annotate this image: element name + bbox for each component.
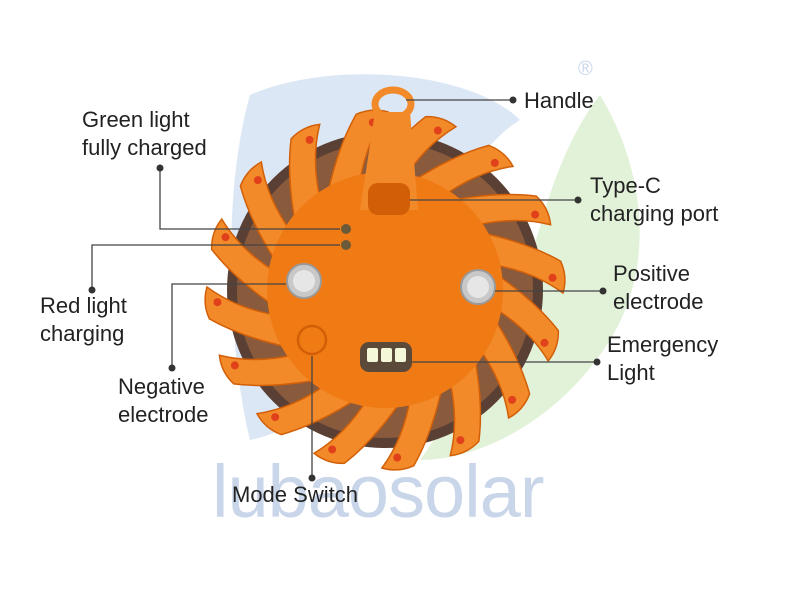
green-led-indicator <box>341 224 351 234</box>
flare-arm-tip <box>508 395 517 404</box>
leader-end-dots <box>88 96 607 482</box>
label-red-light: Red light charging <box>40 293 127 346</box>
flare-arm <box>380 382 444 471</box>
flare-arm-tip <box>213 298 222 307</box>
positive-electrode <box>460 269 496 305</box>
flare-arm <box>312 397 404 465</box>
leader-negative <box>171 283 286 368</box>
flare-arm-tip <box>456 436 465 445</box>
flare-arm-tip <box>305 135 314 144</box>
type-c-port-cover <box>368 183 410 215</box>
flare-arm-tip <box>230 361 239 370</box>
flare-arm-tip <box>253 176 262 185</box>
emergency-led-panel <box>360 342 412 372</box>
flare-arm-tip <box>548 273 557 282</box>
label-negative-electrode: Negative electrode <box>118 374 209 427</box>
leader-green-light <box>159 168 340 230</box>
flare-arm-tip <box>531 210 540 219</box>
flare-arm-tip <box>221 233 230 242</box>
red-led-indicator <box>341 240 351 250</box>
label-mode-switch: Mode Switch <box>232 482 358 507</box>
flare-arm-tip <box>271 413 280 422</box>
flare-arm-tip <box>328 445 337 454</box>
flare-center-disc <box>267 172 503 408</box>
label-type-c-port: Type-C charging port <box>590 173 719 226</box>
flare-arm-tip <box>433 126 442 135</box>
leader-red-light <box>91 244 340 290</box>
label-positive-electrode: Positive electrode <box>613 261 704 314</box>
flare-arm-tip <box>490 158 499 167</box>
flare-arm <box>210 217 278 309</box>
flare-arm <box>492 271 560 363</box>
registered-mark: ® <box>578 58 593 80</box>
brand-watermark: lubaosolar <box>212 450 544 533</box>
label-green-light: Green light fully charged <box>82 107 207 160</box>
flare-arm-tip <box>540 338 549 347</box>
label-handle: Handle <box>524 88 594 113</box>
leader-lines <box>91 99 603 478</box>
label-emergency-light: Emergency Light <box>607 332 719 385</box>
flare-arm <box>204 285 293 349</box>
negative-electrode <box>286 263 322 299</box>
mode-switch-button <box>296 324 328 356</box>
flare-arm-tip <box>393 453 402 462</box>
flare-arm <box>477 231 566 295</box>
